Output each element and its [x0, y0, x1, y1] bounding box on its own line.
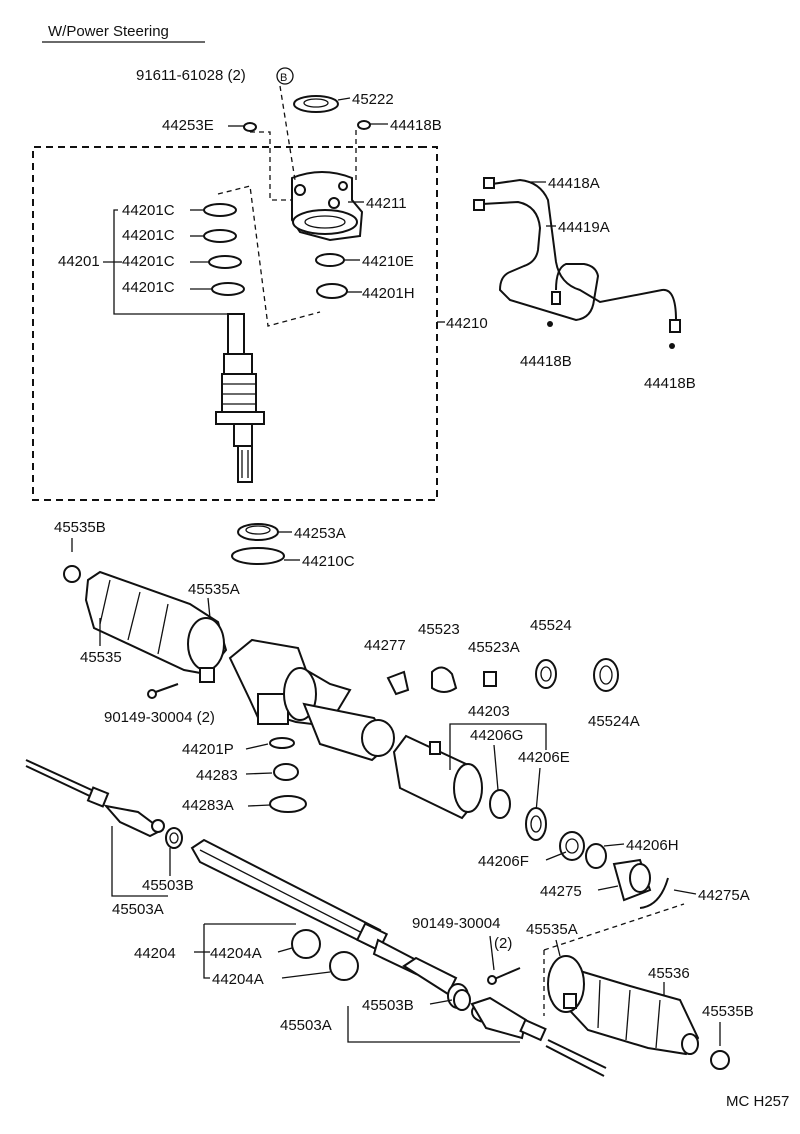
label-44201P: 44201P — [182, 741, 234, 758]
diagram-title: W/Power Steering — [48, 23, 169, 40]
pressure-tubes — [473, 177, 681, 333]
label-44253E: 44253E — [162, 117, 214, 134]
part-45222 — [293, 95, 339, 113]
label-45535B-top: 45535B — [54, 519, 106, 536]
label-44211: 44211 — [366, 195, 407, 212]
label-44204A-2: 44204A — [212, 971, 264, 988]
label-44204: 44204 — [134, 945, 176, 962]
label-44275: 44275 — [540, 883, 582, 900]
label-45524A: 45524A — [588, 713, 640, 730]
part-44206F — [559, 831, 585, 861]
part-44211-valve-housing — [291, 171, 364, 242]
label-44204A-1: 44204A — [210, 945, 262, 962]
label-45535: 45535 — [80, 649, 122, 666]
label-44210C: 44210C — [302, 553, 355, 570]
label-44210: 44210 — [446, 315, 488, 332]
label-90149-right-1: 90149-30004 — [412, 915, 500, 932]
label-45503A-bottom: 45503A — [280, 1017, 332, 1034]
label-44283: 44283 — [196, 767, 238, 784]
label-44283A: 44283A — [182, 797, 234, 814]
part-rack-housing — [228, 638, 395, 762]
circle-b-marker: B — [280, 72, 287, 84]
part-45503B-left — [165, 827, 183, 849]
label-45535B-bottom: 45535B — [702, 1003, 754, 1020]
part-44204A-2 — [329, 951, 359, 981]
part-44275 — [612, 858, 652, 902]
label-44206G: 44206G — [470, 727, 523, 744]
part-tie-rod-end-right — [470, 996, 607, 1077]
part-tie-rod-end-left — [25, 759, 165, 838]
label-44201: 44201 — [58, 253, 100, 270]
label-45535A-top: 45535A — [188, 581, 240, 598]
part-44253A — [237, 523, 279, 541]
part-45503B-right — [453, 989, 471, 1011]
label-45535A-bottom: 45535A — [526, 921, 578, 938]
label-45524: 45524 — [530, 617, 572, 634]
label-45503A-left: 45503A — [112, 901, 164, 918]
part-45524A — [593, 658, 619, 692]
label-44206E: 44206E — [518, 749, 570, 766]
part-45536-boot — [547, 955, 700, 1056]
part-44201-pinion-shaft — [215, 313, 265, 483]
part-44204A-1 — [291, 929, 321, 959]
label-45503B-left: 45503B — [142, 877, 194, 894]
part-90149-bolt-left — [147, 683, 179, 699]
label-44206F: 44206F — [478, 853, 529, 870]
label-44277: 44277 — [364, 637, 406, 654]
label-45536: 45536 — [648, 965, 690, 982]
part-90149-bolt-right — [487, 967, 521, 985]
label-44201C-3: 44201C — [122, 253, 175, 270]
label-45503B-bottom: 45503B — [362, 997, 414, 1014]
label-44206H: 44206H — [626, 837, 679, 854]
label-44201C-2: 44201C — [122, 227, 175, 244]
label-45523: 45523 — [418, 621, 460, 638]
label-44201C-1: 44201C — [122, 202, 175, 219]
label-44418A: 44418A — [548, 175, 600, 192]
label-44253A: 44253A — [294, 525, 346, 542]
label-45222: 45222 — [352, 91, 394, 108]
label-44210E: 44210E — [362, 253, 414, 270]
diagram-code: MC H257 — [726, 1093, 789, 1110]
label-44203: 44203 — [468, 703, 510, 720]
label-44419A: 44419A — [558, 219, 610, 236]
seals-44201C — [203, 203, 245, 296]
label-90149-left: 90149-30004 (2) — [104, 709, 215, 726]
label-44201H: 44201H — [362, 285, 415, 302]
label-91611-61028: 91611-61028 (2) — [136, 67, 246, 84]
label-45523A: 45523A — [468, 639, 520, 656]
label-44418B-right: 44418B — [644, 375, 696, 392]
label-44418B-left: 44418B — [520, 353, 572, 370]
label-90149-right-2: (2) — [494, 935, 512, 952]
label-44275A: 44275A — [698, 887, 750, 904]
part-44203-cylinder — [392, 734, 483, 820]
part-45524 — [535, 659, 557, 689]
label-44201C-4: 44201C — [122, 279, 175, 296]
label-44418B-top: 44418B — [390, 117, 442, 134]
part-45535-boot — [84, 570, 228, 683]
